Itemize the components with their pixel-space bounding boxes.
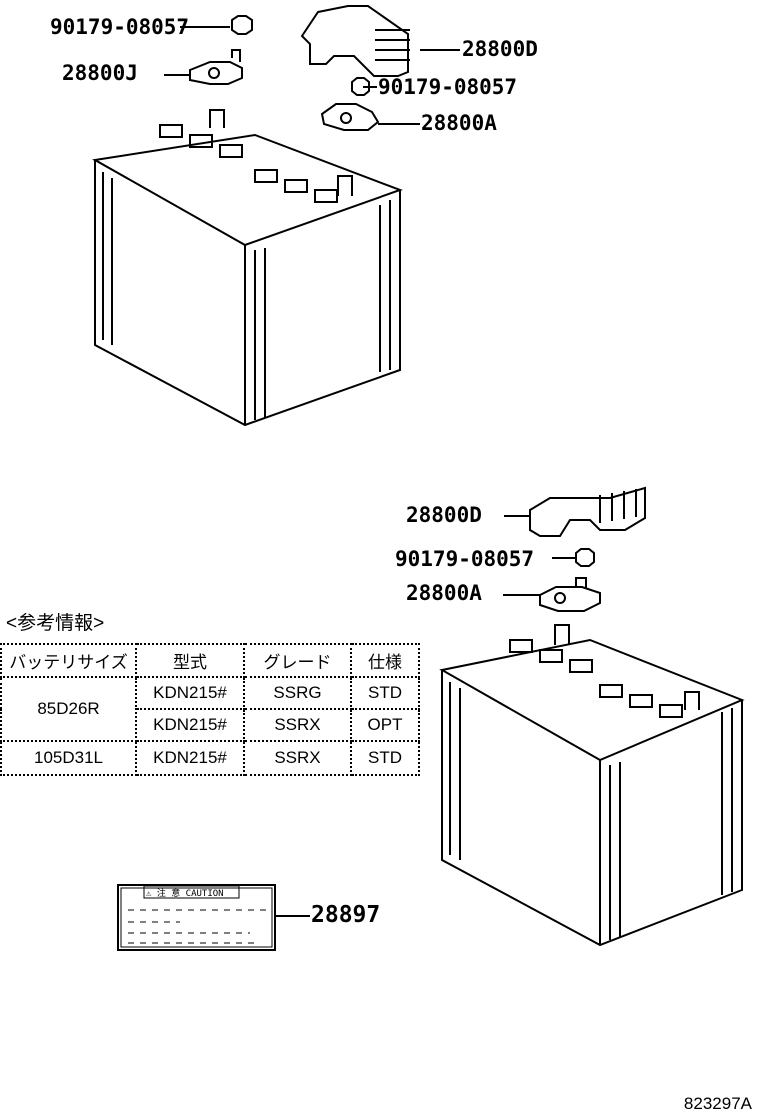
callout-terminal-a-top: 28800A [421, 111, 497, 135]
header-model: 型式 [135, 643, 245, 678]
callout-cover-bottom: 28800D [406, 503, 482, 527]
nut-icon [351, 77, 370, 96]
callout-cover-top: 28800D [462, 37, 538, 61]
battery-icon [439, 624, 745, 947]
callout-nut-top-2: 90179-08057 [378, 75, 518, 99]
callout-nut-top: 90179-08057 [50, 15, 190, 39]
header-grade: グレード [243, 643, 352, 678]
cell-grade: SSRX [243, 740, 352, 776]
caution-label-text: ⚠ 注 意 CAUTION [146, 889, 224, 899]
table-row: 85D26R KDN215# SSRG STD [0, 676, 420, 742]
cell-spec: OPT [350, 708, 420, 742]
battery-cover-icon [529, 486, 646, 537]
cell-size: 85D26R [0, 676, 137, 742]
cell-model: KDN215# [135, 708, 245, 742]
table-header-row: バッテリサイズ 型式 グレード 仕様 [0, 643, 420, 678]
reference-table: バッテリサイズ 型式 グレード 仕様 85D26R KDN215# SSRG S… [0, 643, 420, 776]
leader-lines [164, 26, 575, 917]
battery-icon [92, 109, 403, 427]
callout-terminal-a-bottom: 28800A [406, 581, 482, 605]
cell-model: KDN215# [135, 676, 245, 710]
header-battery-size: バッテリサイズ [0, 643, 137, 678]
callout-terminal-j: 28800J [62, 61, 138, 85]
battery-cover-icon [300, 5, 410, 77]
diagram-code: 823297A [683, 1094, 752, 1113]
callout-caution-label: 28897 [311, 902, 381, 928]
table-row: 105D31L KDN215# SSRX STD [0, 740, 420, 776]
cell-size: 105D31L [0, 740, 137, 776]
cell-grade: SSRX [243, 708, 352, 742]
cell-grade: SSRG [243, 676, 352, 710]
cell-spec: STD [350, 676, 420, 710]
nut-icon [231, 15, 253, 35]
terminal-a-icon [539, 577, 601, 612]
cell-model: KDN215# [135, 740, 245, 776]
caution-label-icon [117, 884, 276, 951]
reference-title: <参考情報> [6, 613, 105, 634]
callout-nut-bottom: 90179-08057 [395, 547, 535, 571]
header-spec: 仕様 [350, 643, 420, 678]
table-row: KDN215# SSRX OPT [1, 708, 420, 742]
cell-spec: STD [350, 740, 420, 776]
nut-icon [575, 548, 595, 567]
terminal-j-icon [189, 49, 243, 85]
terminal-a-icon [320, 103, 380, 131]
